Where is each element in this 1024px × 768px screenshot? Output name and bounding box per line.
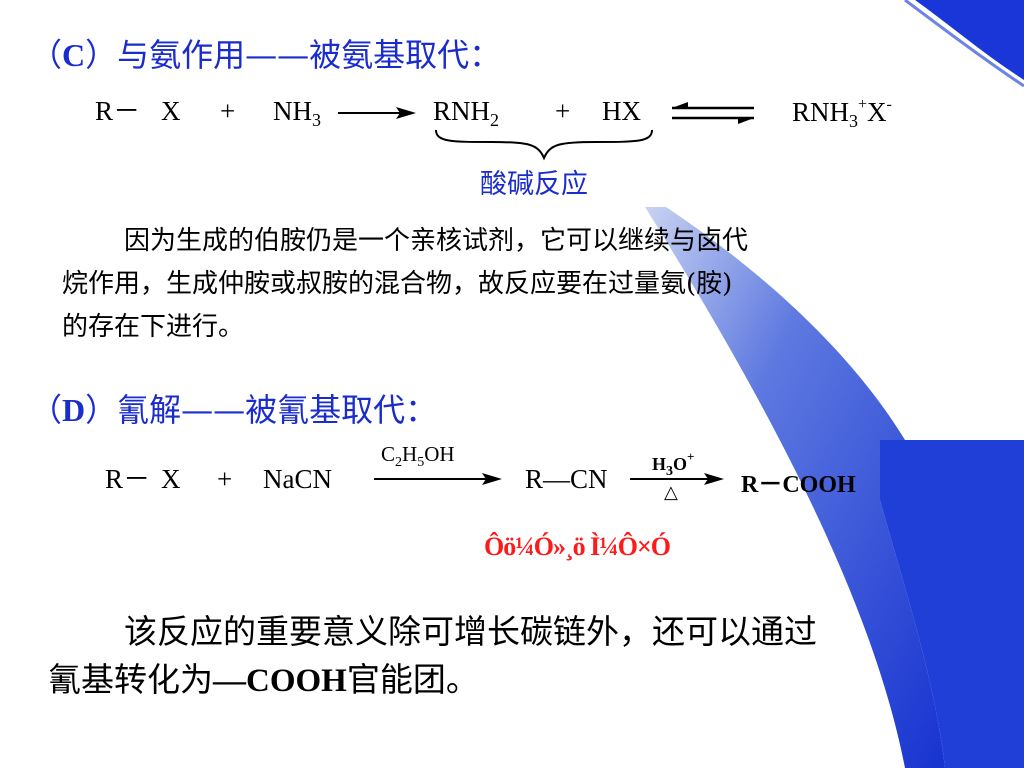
- curly-brace-icon: [435, 129, 653, 161]
- eq-nitrile: R—CN: [525, 464, 608, 494]
- eq-plus: +: [217, 464, 233, 494]
- paragraph-line: 该反应的重要意义除可增长碳链外，还可以通过: [124, 612, 817, 651]
- section-c-heading: （C）与氨作用——被氨基取代：: [30, 30, 501, 76]
- top-right-curve-decoration: [915, 0, 1024, 80]
- heading-letter: C: [62, 37, 86, 73]
- section-d-heading: （D）氰解——被氰基取代：: [30, 385, 437, 431]
- eq-plus-1: +: [220, 96, 236, 126]
- reaction-arrow-icon: [338, 107, 416, 119]
- garbled-annotation: Ôö¼Ó»¸ö Ì¼Ô­×Ó: [484, 532, 671, 561]
- diagonal-sweep-decoration: [645, 207, 945, 768]
- heading-text: ）与氨作用——被氨基取代：: [85, 36, 502, 74]
- eq-sodium-cyanide: NaCN: [263, 464, 332, 494]
- eq-x: X: [161, 96, 181, 126]
- eq-r: R: [105, 464, 124, 494]
- eq-ammonium-salt: RNH3+X-: [792, 96, 892, 131]
- eq-r: R: [95, 96, 114, 126]
- paragraph-line: 因为生成的伯胺仍是一个亲核试剂，它可以继续与卤代: [124, 226, 749, 256]
- heat-triangle-icon: △: [664, 482, 678, 503]
- eq-ammonia: NH3: [273, 96, 321, 130]
- heading-open-paren: （: [30, 36, 63, 74]
- eq-hx: HX: [602, 96, 641, 126]
- paragraph-line: 烷作用，生成仲胺或叔胺的混合物，故反应要在过量氨(胺): [62, 269, 733, 299]
- eq-bond: ─: [117, 94, 137, 124]
- paragraph-line: 的存在下进行。: [62, 312, 245, 342]
- hydrolysis-arrow-icon: [630, 473, 724, 485]
- section-d-paragraph: 该反应的重要意义除可增长碳链外，还可以通过 氰基转化为—COOH官能团。: [48, 608, 978, 705]
- acid-base-label: 酸碱反应: [480, 169, 588, 200]
- equilibrium-arrow-icon: [672, 102, 754, 124]
- heading-letter: D: [62, 392, 86, 428]
- top-right-curve-line: [904, 0, 1024, 88]
- ammonia-equation: R ─ X + NH3 RNH2 + HX RNH3+X-: [95, 94, 955, 136]
- heading-text: ）氰解——被氰基取代：: [85, 391, 438, 429]
- heading-open-paren: （: [30, 391, 63, 429]
- eq-carboxylic-acid: R－COOH: [741, 472, 856, 498]
- eq-x: X: [161, 464, 181, 494]
- cyanide-equation: R ─ X + NaCN R—CN R－COOH: [105, 462, 885, 504]
- eq-primary-amine: RNH2: [433, 96, 500, 130]
- eq-bond: ─: [127, 462, 147, 492]
- right-column-decoration: [880, 440, 1024, 768]
- hydronium-condition-label: H3O+: [652, 449, 695, 479]
- ethanol-arrow-icon: [374, 473, 502, 485]
- ethanol-condition-label: C2H5OH: [381, 442, 455, 470]
- eq-plus-2: +: [555, 96, 571, 126]
- paragraph-line: 氰基转化为—COOH官能团。: [48, 660, 479, 699]
- section-c-paragraph: 因为生成的伯胺仍是一个亲核试剂，它可以继续与卤代 烷作用，生成仲胺或叔胺的混合物…: [62, 220, 962, 349]
